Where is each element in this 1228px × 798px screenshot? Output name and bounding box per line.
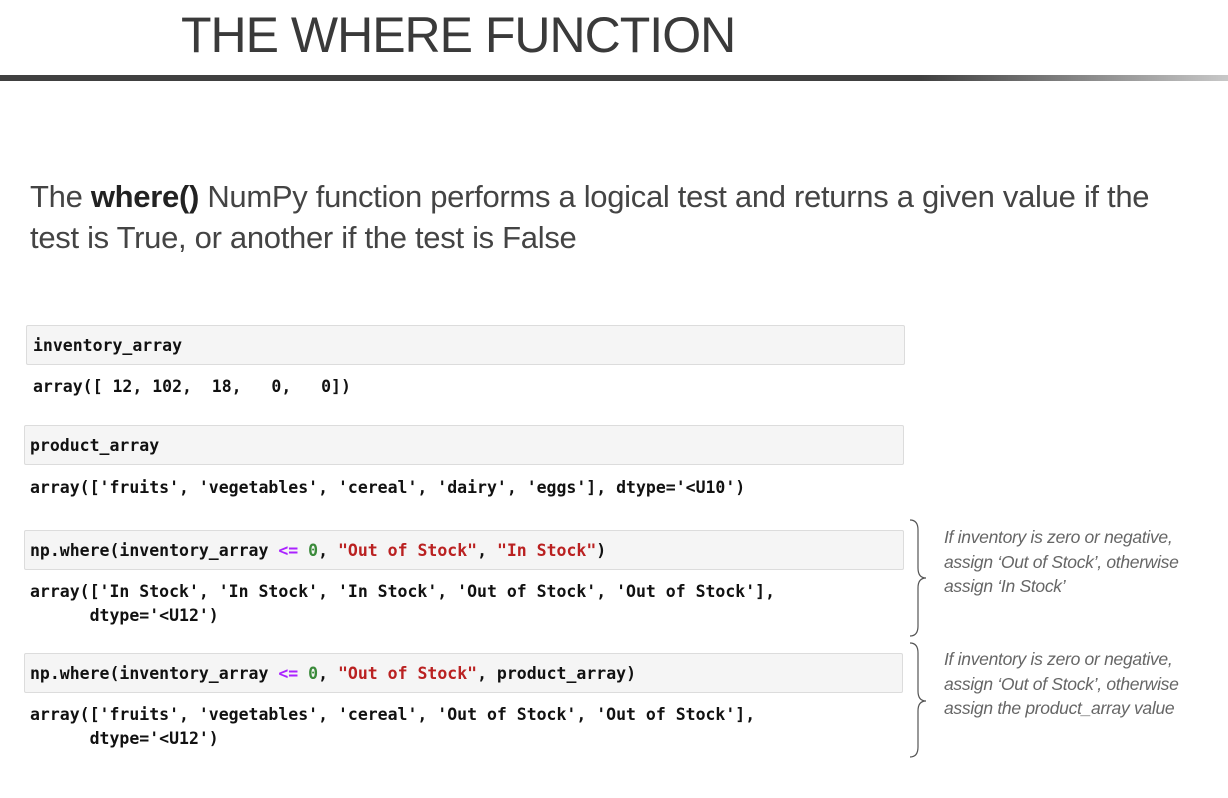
title-divider	[0, 75, 1228, 81]
code-input-3: np.where(inventory_array <= 0, "Out of S…	[30, 539, 606, 563]
code-input-1: inventory_array	[33, 336, 183, 355]
code-string: "Out of Stock"	[337, 541, 478, 560]
code-output-1: array([ 12, 102, 18, 0, 0])	[33, 377, 351, 396]
right-brace-icon	[909, 642, 927, 758]
code-token: ,	[318, 541, 338, 560]
page-title: THE WHERE FUNCTION	[181, 7, 736, 63]
code-cell-input-3[interactable]	[24, 530, 904, 570]
intro-prefix: The	[30, 179, 91, 214]
code-number: 0	[308, 541, 319, 560]
code-number: 0	[308, 664, 319, 683]
right-brace-icon	[909, 519, 927, 637]
code-token	[298, 664, 308, 683]
intro-suffix: NumPy function performs a logical test a…	[30, 179, 1150, 255]
intro-text: The where() NumPy function performs a lo…	[30, 176, 1200, 258]
code-input-4: np.where(inventory_array <= 0, "Out of S…	[30, 662, 636, 686]
code-token: ,	[477, 541, 497, 560]
code-input-2: product_array	[30, 436, 160, 455]
intro-bold: where()	[90, 179, 199, 214]
code-token: , product_array)	[477, 664, 637, 683]
code-cell-input-2[interactable]	[24, 425, 904, 465]
code-token: np.where(inventory_array	[30, 664, 279, 683]
code-token: )	[596, 541, 607, 560]
code-string: "In Stock"	[496, 541, 597, 560]
code-token: np.where(inventory_array	[30, 541, 279, 560]
code-output-3: array(['In Stock', 'In Stock', 'In Stock…	[30, 582, 776, 625]
code-token: ,	[318, 664, 338, 683]
annotation-2: If inventory is zero or negative, assign…	[944, 649, 1179, 718]
code-cell-input-1[interactable]	[26, 325, 905, 365]
code-cell-input-4[interactable]	[24, 653, 903, 693]
code-operator: <=	[278, 664, 299, 683]
code-operator: <=	[278, 541, 299, 560]
code-output-2: array(['fruits', 'vegetables', 'cereal',…	[30, 478, 746, 497]
code-token	[298, 541, 308, 560]
annotation-1: If inventory is zero or negative, assign…	[944, 527, 1179, 596]
code-output-4: array(['fruits', 'vegetables', 'cereal',…	[30, 705, 756, 748]
code-string: "Out of Stock"	[337, 664, 478, 683]
